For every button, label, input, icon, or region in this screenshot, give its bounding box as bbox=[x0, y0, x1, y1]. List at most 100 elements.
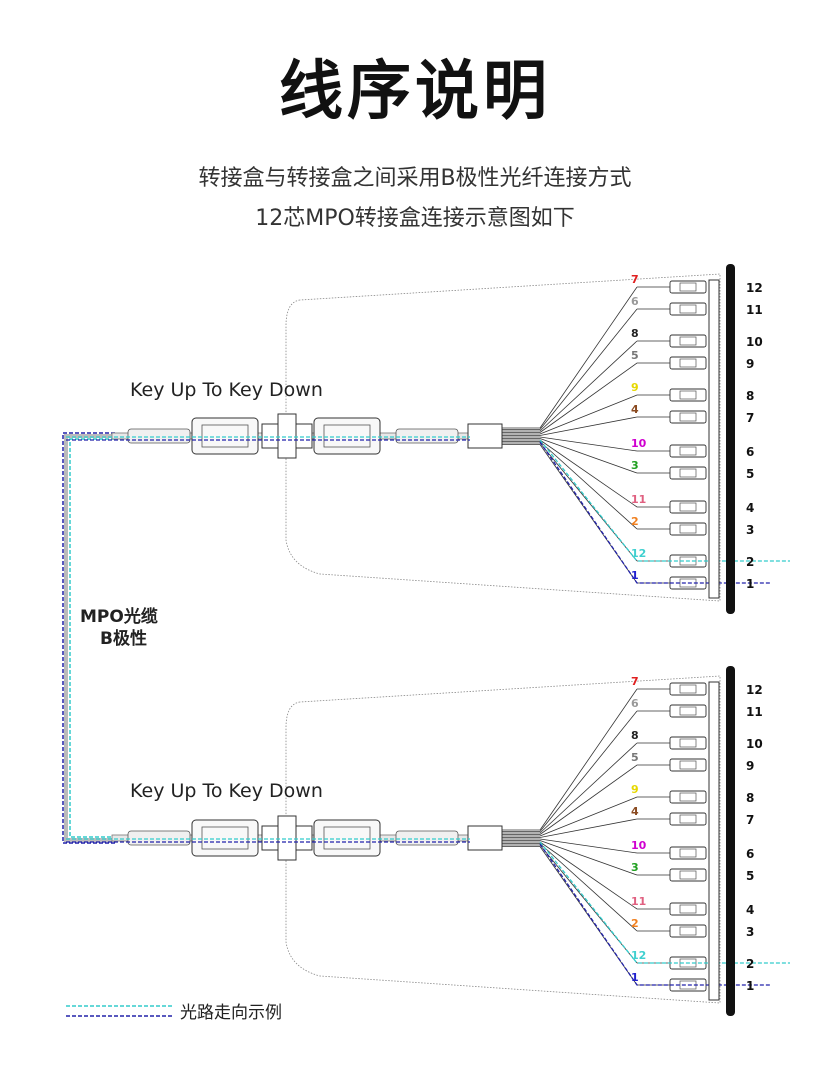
fiber-strand bbox=[539, 838, 638, 854]
mpo-adapter-flange bbox=[277, 815, 297, 861]
fiber-strand bbox=[539, 818, 638, 838]
fiber-number: 1 bbox=[631, 569, 639, 582]
port-number: 1 bbox=[746, 577, 754, 591]
lc-connector bbox=[669, 356, 707, 370]
mpo-connector-left-housing bbox=[201, 826, 249, 850]
fiber-strand bbox=[539, 308, 638, 430]
fiber-number: 2 bbox=[631, 917, 639, 930]
fiber-strand bbox=[539, 286, 638, 429]
port-number: 5 bbox=[746, 869, 754, 883]
fiber-number: 4 bbox=[631, 403, 639, 416]
trace-blue-fiber bbox=[539, 843, 770, 986]
fiber-strand bbox=[539, 444, 638, 584]
breakout-outline bbox=[285, 675, 721, 1004]
legend-text: 光路走向示例 bbox=[180, 1003, 282, 1023]
lc-connector-latch bbox=[679, 870, 697, 880]
fiber-strand bbox=[539, 439, 638, 508]
lc-connector-latch bbox=[679, 792, 697, 802]
port-number: 4 bbox=[746, 903, 754, 917]
mpo-connector-left bbox=[191, 819, 259, 857]
lc-connector bbox=[669, 846, 707, 860]
mpo-boot-right bbox=[395, 428, 459, 444]
fiber-number: 11 bbox=[631, 895, 646, 908]
port-number: 4 bbox=[746, 501, 754, 515]
mpo-boot-left bbox=[127, 830, 191, 846]
fiber-number: 10 bbox=[631, 839, 647, 852]
breakout-outline bbox=[285, 273, 721, 602]
fiber-strand bbox=[539, 438, 638, 474]
subtitle-diagram: 12芯MPO转接盒连接示意图如下 bbox=[255, 206, 575, 231]
subtitle-polarity: 转接盒与转接盒之间采用B极性光纤连接方式 bbox=[198, 166, 632, 191]
cassette-panel bbox=[726, 666, 735, 1016]
lc-connector bbox=[669, 812, 707, 826]
fiber-number: 3 bbox=[631, 861, 639, 874]
fiber-strand bbox=[539, 710, 638, 832]
fiber-number: 4 bbox=[631, 805, 639, 818]
page-title: 线序说明 bbox=[279, 55, 551, 129]
port-number: 12 bbox=[746, 281, 763, 295]
adapter-frame bbox=[708, 279, 720, 599]
mpo-boot-right bbox=[395, 830, 459, 846]
cable-label-line1: MPO光缆 bbox=[80, 606, 158, 627]
fiber-strand bbox=[539, 340, 638, 432]
fiber-number: 5 bbox=[631, 751, 639, 764]
lc-connector-latch bbox=[679, 814, 697, 824]
port-number: 7 bbox=[746, 411, 754, 425]
lc-connector bbox=[669, 924, 707, 938]
fiber-strand bbox=[539, 394, 638, 435]
mpo-trunk-cable bbox=[62, 432, 115, 844]
port-number: 9 bbox=[746, 759, 754, 773]
mpo-adapter-flange bbox=[277, 413, 297, 459]
fiber-number: 7 bbox=[631, 675, 639, 688]
fiber-strand bbox=[539, 688, 638, 831]
trace-cyan-fiber bbox=[539, 841, 790, 964]
cable-label-line2: B极性 bbox=[100, 628, 147, 649]
port-number: 6 bbox=[746, 445, 754, 459]
lc-connector bbox=[669, 500, 707, 514]
lc-connector-latch bbox=[679, 926, 697, 936]
port-number: 8 bbox=[746, 389, 754, 403]
breakout-box bbox=[467, 423, 503, 449]
port-number: 10 bbox=[746, 335, 763, 349]
lc-connector bbox=[669, 444, 707, 458]
cassette-panel bbox=[726, 264, 735, 614]
lc-connector-latch bbox=[679, 684, 697, 694]
port-number: 7 bbox=[746, 813, 754, 827]
fiber-number: 9 bbox=[631, 381, 639, 394]
bottom-assembly-label: Key Up To Key Down bbox=[130, 780, 323, 802]
fiber-strand bbox=[539, 846, 638, 986]
lc-connector bbox=[669, 334, 707, 348]
lc-connector bbox=[669, 736, 707, 750]
fiber-number: 3 bbox=[631, 459, 639, 472]
port-number: 2 bbox=[746, 957, 754, 971]
fiber-number: 1 bbox=[631, 971, 639, 984]
port-number: 9 bbox=[746, 357, 754, 371]
fiber-strand bbox=[539, 764, 638, 835]
lc-connector bbox=[669, 280, 707, 294]
lc-connector bbox=[669, 790, 707, 804]
lc-connector bbox=[669, 302, 707, 316]
port-number: 1 bbox=[746, 979, 754, 993]
top-assembly-label: Key Up To Key Down bbox=[130, 379, 323, 401]
lc-connector bbox=[669, 388, 707, 402]
fiber-strand bbox=[539, 436, 638, 452]
lc-connector-latch bbox=[679, 760, 697, 770]
fiber-strand bbox=[539, 796, 638, 837]
fiber-strand bbox=[539, 742, 638, 834]
fiber-number: 2 bbox=[631, 515, 639, 528]
fiber-strand bbox=[539, 441, 638, 530]
fiber-number: 7 bbox=[631, 273, 639, 286]
lc-connector-latch bbox=[679, 738, 697, 748]
fiber-number: 9 bbox=[631, 783, 639, 796]
fiber-number: 6 bbox=[631, 295, 639, 308]
adapter-frame bbox=[708, 681, 720, 1001]
mpo-connector-right bbox=[313, 417, 381, 455]
port-number: 12 bbox=[746, 683, 763, 697]
trace-cyan-fiber bbox=[539, 439, 790, 562]
lc-connector-latch bbox=[679, 304, 697, 314]
lc-connector-latch bbox=[679, 336, 697, 346]
port-number: 5 bbox=[746, 467, 754, 481]
fiber-number: 10 bbox=[631, 437, 647, 450]
fiber-number: 5 bbox=[631, 349, 639, 362]
trace-blue-fiber bbox=[539, 441, 770, 584]
